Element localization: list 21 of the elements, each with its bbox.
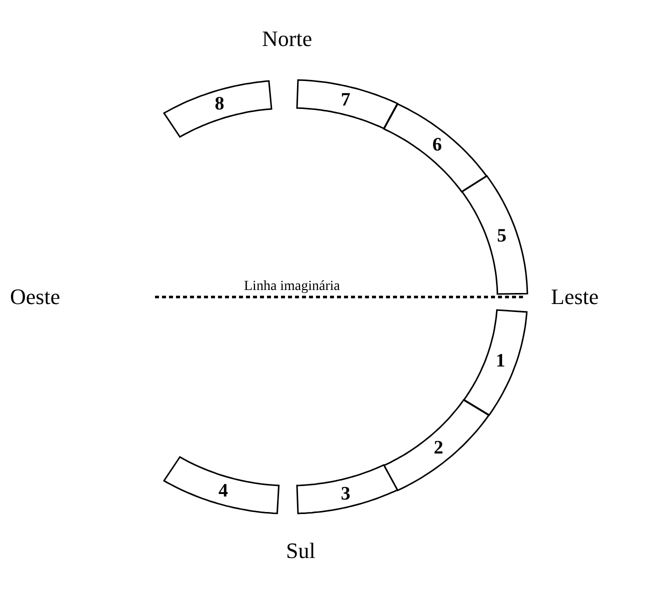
segment-number: 5 bbox=[496, 226, 506, 246]
arc-segment bbox=[297, 80, 398, 129]
direction-label: Oeste bbox=[10, 286, 60, 308]
direction-label: Sul bbox=[286, 540, 316, 562]
direction-label: Norte bbox=[262, 28, 312, 50]
arc-segment bbox=[164, 457, 280, 514]
arc-segment bbox=[462, 176, 527, 294]
segment-number: 2 bbox=[434, 438, 444, 458]
segment-number: 8 bbox=[214, 94, 224, 114]
arc-segment bbox=[164, 80, 272, 137]
segment-number: 4 bbox=[218, 481, 228, 500]
arc-segment bbox=[384, 400, 489, 490]
arc-segment bbox=[384, 104, 486, 192]
arc-segment bbox=[464, 310, 526, 416]
segment-number: 3 bbox=[340, 484, 350, 504]
line-label: Linha imaginária bbox=[244, 280, 340, 294]
segment-number: 1 bbox=[496, 352, 506, 371]
direction-label: Leste bbox=[551, 286, 599, 308]
segment-number: 6 bbox=[432, 135, 442, 154]
segment-number: 7 bbox=[340, 90, 350, 110]
arc-segment bbox=[297, 465, 398, 514]
